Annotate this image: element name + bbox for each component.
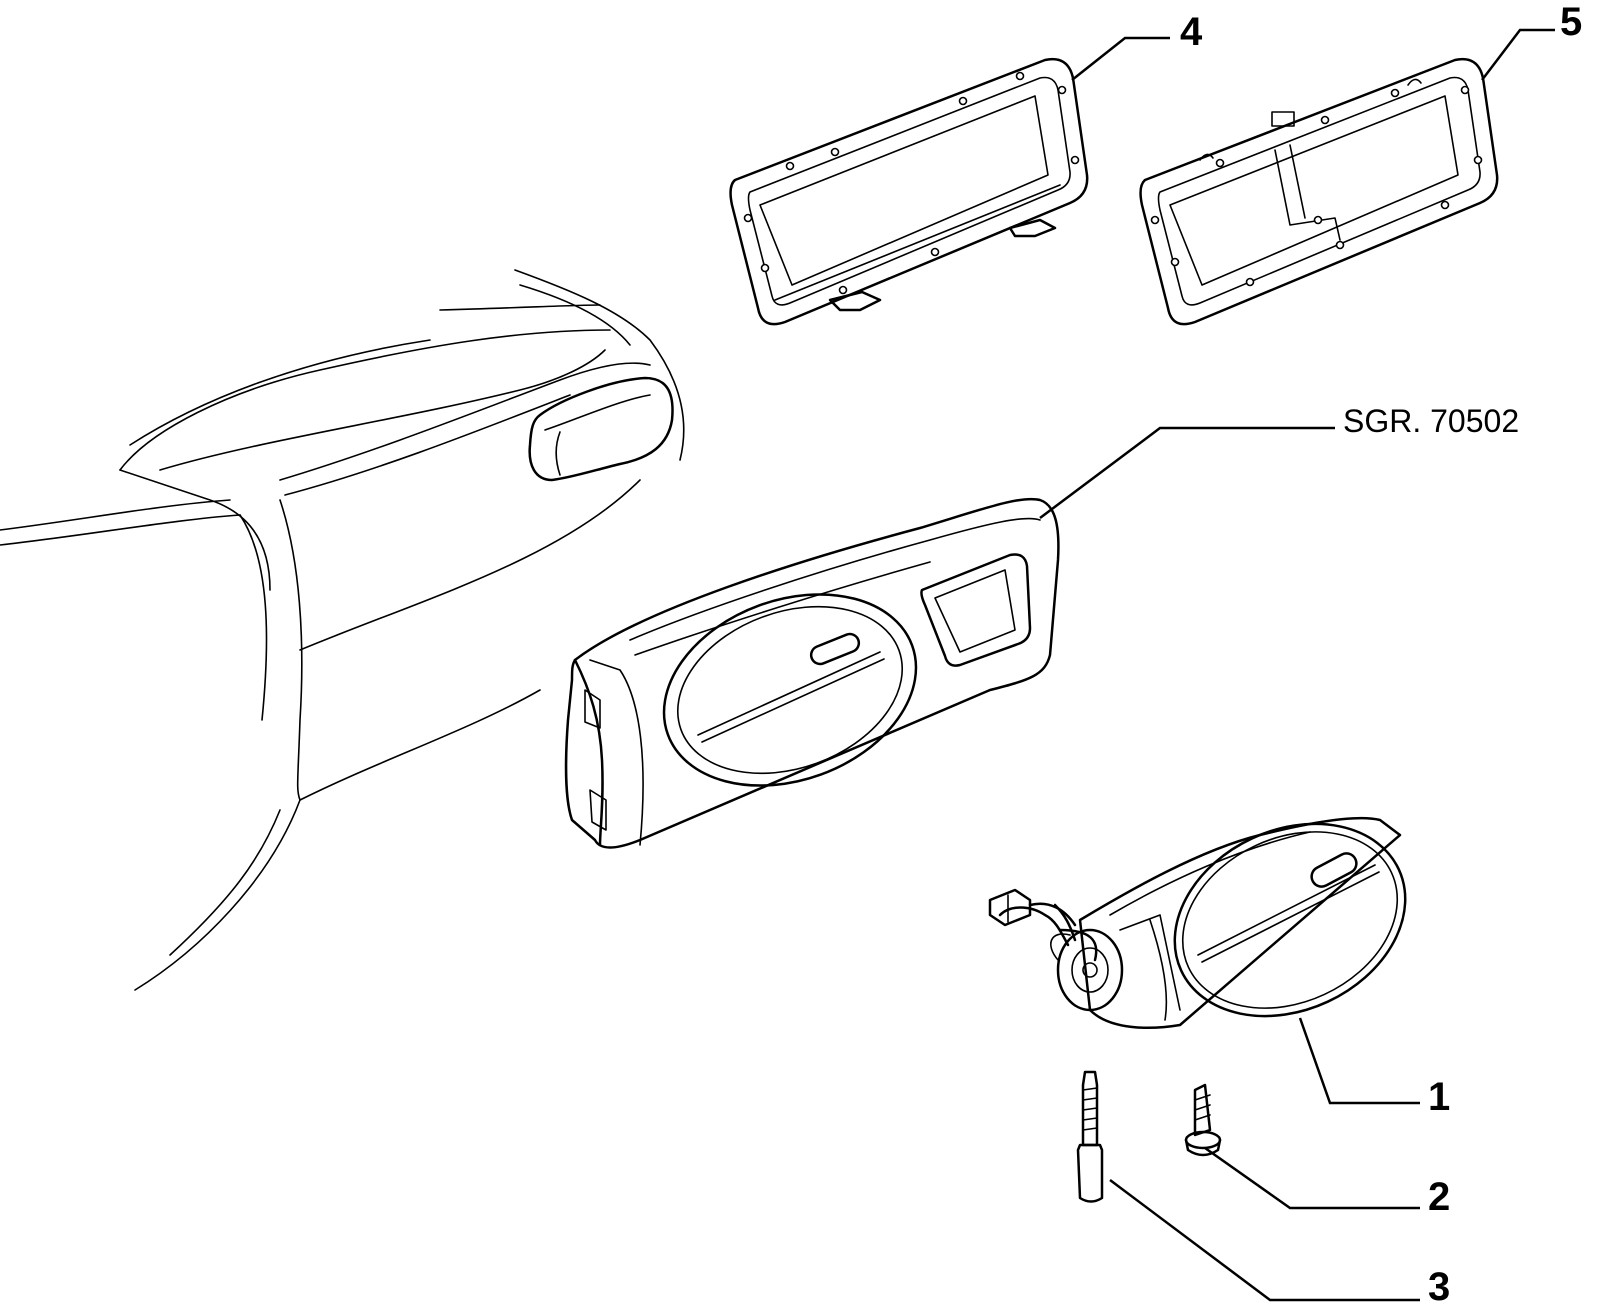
reference-label: SGR. 70502 — [1343, 403, 1519, 439]
heater-control-unit-part-1 — [988, 816, 1407, 1029]
gasket-frame-part-5 — [1139, 57, 1499, 326]
leader-line-ref — [1039, 426, 1335, 519]
leader-line-1 — [1298, 1017, 1420, 1105]
stud-part-3 — [1076, 1070, 1104, 1203]
screw-part-2 — [1184, 1083, 1222, 1157]
callout-4: 4 — [1180, 10, 1203, 54]
callout-1: 1 — [1428, 1075, 1450, 1119]
leader-lines — [1039, 28, 1555, 1302]
callout-5: 5 — [1560, 0, 1582, 44]
gasket-frame-part-4 — [729, 57, 1089, 326]
labels: 4 5 SGR. 70502 1 2 3 — [1180, 0, 1582, 1309]
leader-line-5 — [1481, 28, 1555, 81]
leader-line-2 — [1204, 1146, 1420, 1210]
dashboard-outline — [0, 269, 685, 991]
callout-2: 2 — [1428, 1175, 1450, 1219]
callout-3: 3 — [1428, 1265, 1450, 1308]
center-trim-panel — [564, 497, 1060, 849]
leader-line-3 — [1109, 1179, 1420, 1302]
leader-line-4 — [1071, 36, 1170, 81]
